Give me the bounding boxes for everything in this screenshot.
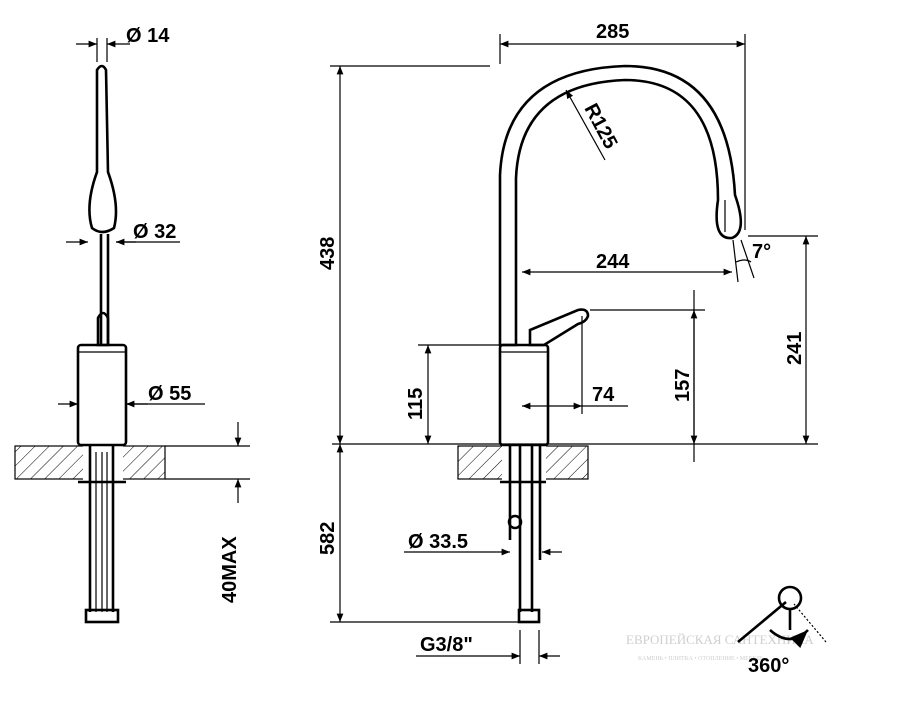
dim-h157: 157 xyxy=(672,369,694,402)
front-view: 438 582 115 285 R125 244 7° 241 157 xyxy=(317,21,818,664)
watermark: ЕВРОПЕЙСКАЯ САНТЕХНИКА КАМЕНЬ • ПЛИТКА •… xyxy=(626,632,814,662)
dim-40max: 40MAX xyxy=(219,536,241,603)
dim-h115: 115 xyxy=(405,388,427,420)
dim-d55: Ø 55 xyxy=(148,383,191,405)
dim-d33-5: Ø 33.5 xyxy=(408,531,468,553)
side-view: Ø 14 Ø 32 Ø 55 40MAX xyxy=(14,25,250,624)
dim-w74: 74 xyxy=(592,384,615,406)
dim-w244: 244 xyxy=(596,251,630,273)
rotation-label: 360° xyxy=(748,655,789,677)
dim-thread: G3/8" xyxy=(420,634,473,656)
dim-h438: 438 xyxy=(317,237,339,270)
dim-h582: 582 xyxy=(317,522,339,555)
faucet-body-side xyxy=(76,343,128,447)
dim-w285: 285 xyxy=(596,21,629,43)
dim-d14: Ø 14 xyxy=(126,25,170,47)
faucet-body-front xyxy=(498,343,550,447)
watermark-subtitle: КАМЕНЬ • ПЛИТКА • ОТОПЛЕНИЕ • МЕБЕЛЬ xyxy=(638,656,764,662)
watermark-title: ЕВРОПЕЙСКАЯ САНТЕХНИКА xyxy=(626,632,814,647)
dim-h241: 241 xyxy=(784,332,806,365)
handle-lever xyxy=(528,308,590,347)
dim-ang7: 7° xyxy=(752,241,771,263)
spout-side xyxy=(88,64,118,234)
spout-front xyxy=(498,64,743,347)
rotation-360-icon: 360° xyxy=(737,585,827,677)
dim-d32: Ø 32 xyxy=(133,221,176,243)
